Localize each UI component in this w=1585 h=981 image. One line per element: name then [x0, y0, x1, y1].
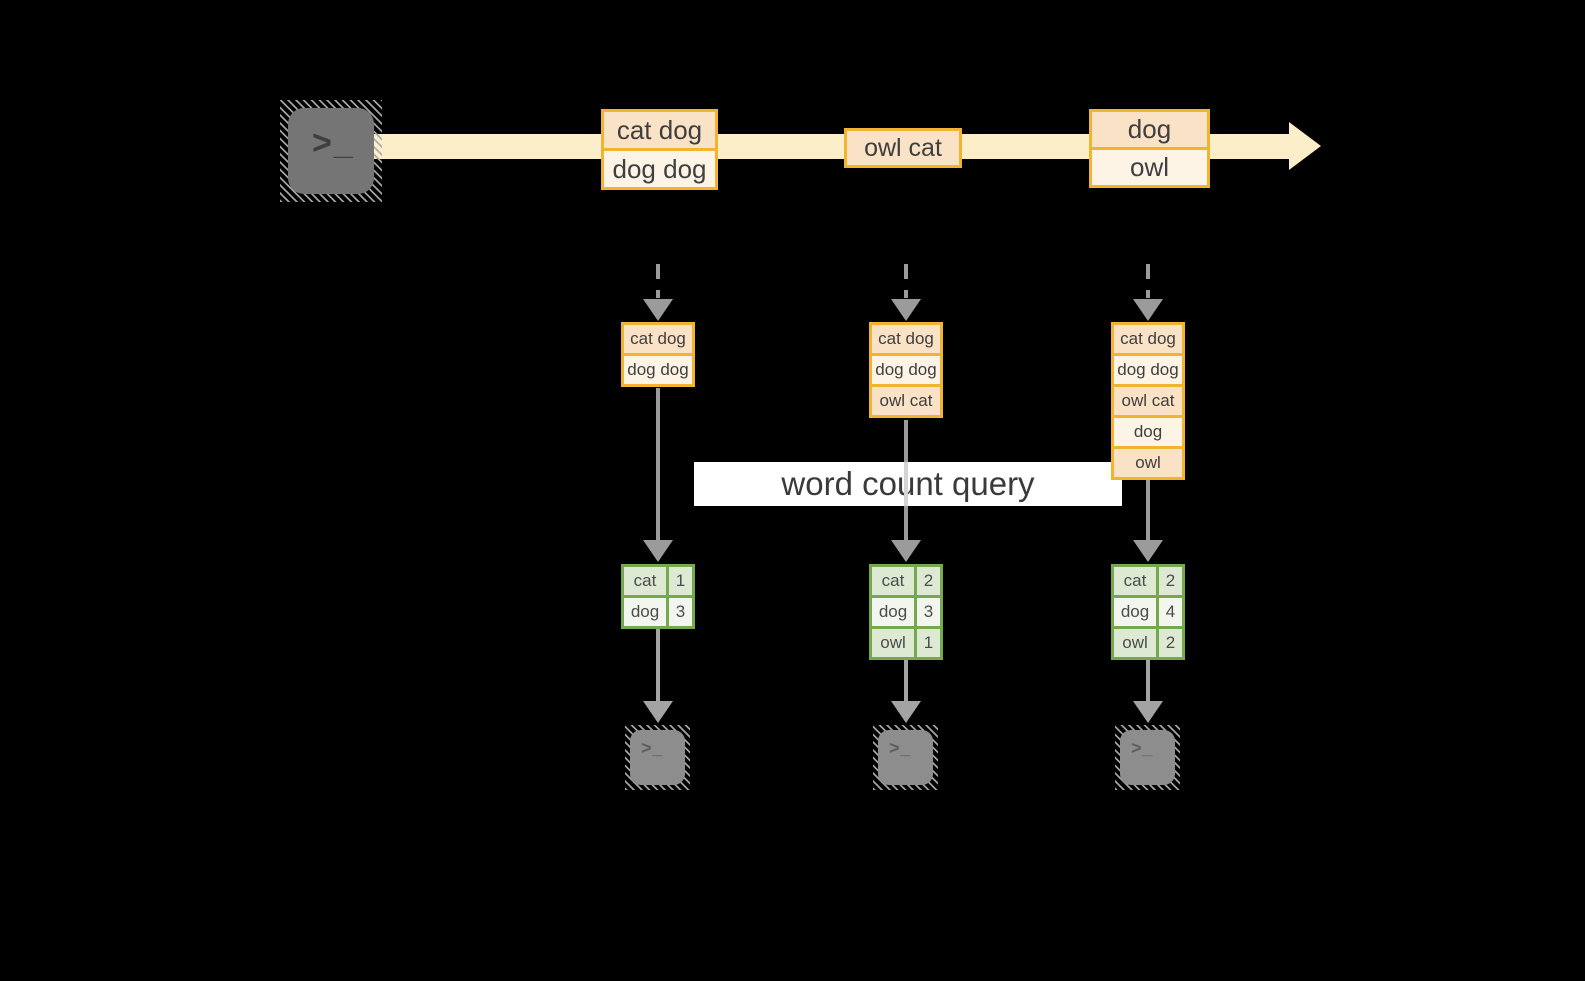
terminal-prompt-glyph: >_ [312, 124, 355, 162]
state-item: cat dog [1114, 325, 1182, 353]
stream-event-1: cat dog dog dog [601, 109, 718, 190]
wordcount-table-3: cat 2 dog 4 owl 2 [1111, 564, 1185, 660]
sink-arrow-3 [1133, 659, 1163, 723]
word-cell: cat [624, 567, 666, 595]
stream-event-2: owl cat [844, 128, 962, 168]
stream-event-line: dog [1092, 112, 1207, 147]
state-stack-1: cat dog dog dog [621, 322, 695, 387]
query-banner: word count query [694, 462, 1122, 506]
ingest-arrow-2 [891, 264, 921, 321]
state-stack-2: cat dog dog dog owl cat [869, 322, 943, 418]
count-cell: 2 [1159, 567, 1182, 595]
terminal-sink-icon-2: >_ [873, 725, 938, 790]
terminal-sink-screen: >_ [1120, 730, 1175, 785]
terminal-prompt-glyph: >_ [1131, 738, 1154, 758]
stream-event-line: owl [1092, 147, 1207, 185]
word-cell: owl [1114, 629, 1156, 657]
count-cell: 1 [917, 629, 940, 657]
state-item: cat dog [624, 325, 692, 353]
ingest-arrow-3 [1133, 264, 1163, 321]
query-arrow-1 [643, 388, 673, 562]
word-cell: owl [872, 629, 914, 657]
count-cell: 3 [917, 598, 940, 626]
stream-event-line: dog dog [604, 148, 715, 187]
word-cell: cat [1114, 567, 1156, 595]
stream-event-3: dog owl [1089, 109, 1210, 188]
stream-event-line: owl cat [847, 131, 959, 165]
stream-timeline-arrowhead-icon [1289, 122, 1321, 170]
state-stack-3: cat dog dog dog owl cat dog owl [1111, 322, 1185, 480]
word-cell: cat [872, 567, 914, 595]
query-arrow-3 [1133, 479, 1163, 562]
terminal-sink-icon-1: >_ [625, 725, 690, 790]
terminal-sink-icon-3: >_ [1115, 725, 1180, 790]
ingest-arrow-1 [643, 264, 673, 321]
state-item: dog dog [1114, 353, 1182, 384]
wordcount-table-1: cat 1 dog 3 [621, 564, 695, 629]
state-item: cat dog [872, 325, 940, 353]
stream-event-line: cat dog [604, 112, 715, 148]
terminal-prompt-glyph: >_ [889, 738, 912, 758]
sink-arrow-2 [891, 659, 921, 723]
count-cell: 2 [917, 567, 940, 595]
count-cell: 2 [1159, 629, 1182, 657]
word-cell: dog [872, 598, 914, 626]
terminal-sink-screen: >_ [630, 730, 685, 785]
terminal-prompt-glyph: >_ [641, 738, 664, 758]
state-item: dog dog [624, 353, 692, 384]
state-item: owl cat [1114, 384, 1182, 415]
sink-arrow-1 [643, 629, 673, 723]
count-cell: 1 [669, 567, 692, 595]
state-item: owl cat [872, 384, 940, 415]
query-arrow-2-over-banner [904, 462, 908, 506]
word-cell: dog [1114, 598, 1156, 626]
state-item: dog dog [872, 353, 940, 384]
count-cell: 4 [1159, 598, 1182, 626]
state-item: owl [1114, 446, 1182, 477]
wordcount-table-2: cat 2 dog 3 owl 1 [869, 564, 943, 660]
terminal-sink-screen: >_ [878, 730, 933, 785]
terminal-source-screen: >_ [288, 108, 374, 194]
state-item: dog [1114, 415, 1182, 446]
terminal-source-icon: >_ [280, 100, 382, 202]
word-cell: dog [624, 598, 666, 626]
count-cell: 3 [669, 598, 692, 626]
